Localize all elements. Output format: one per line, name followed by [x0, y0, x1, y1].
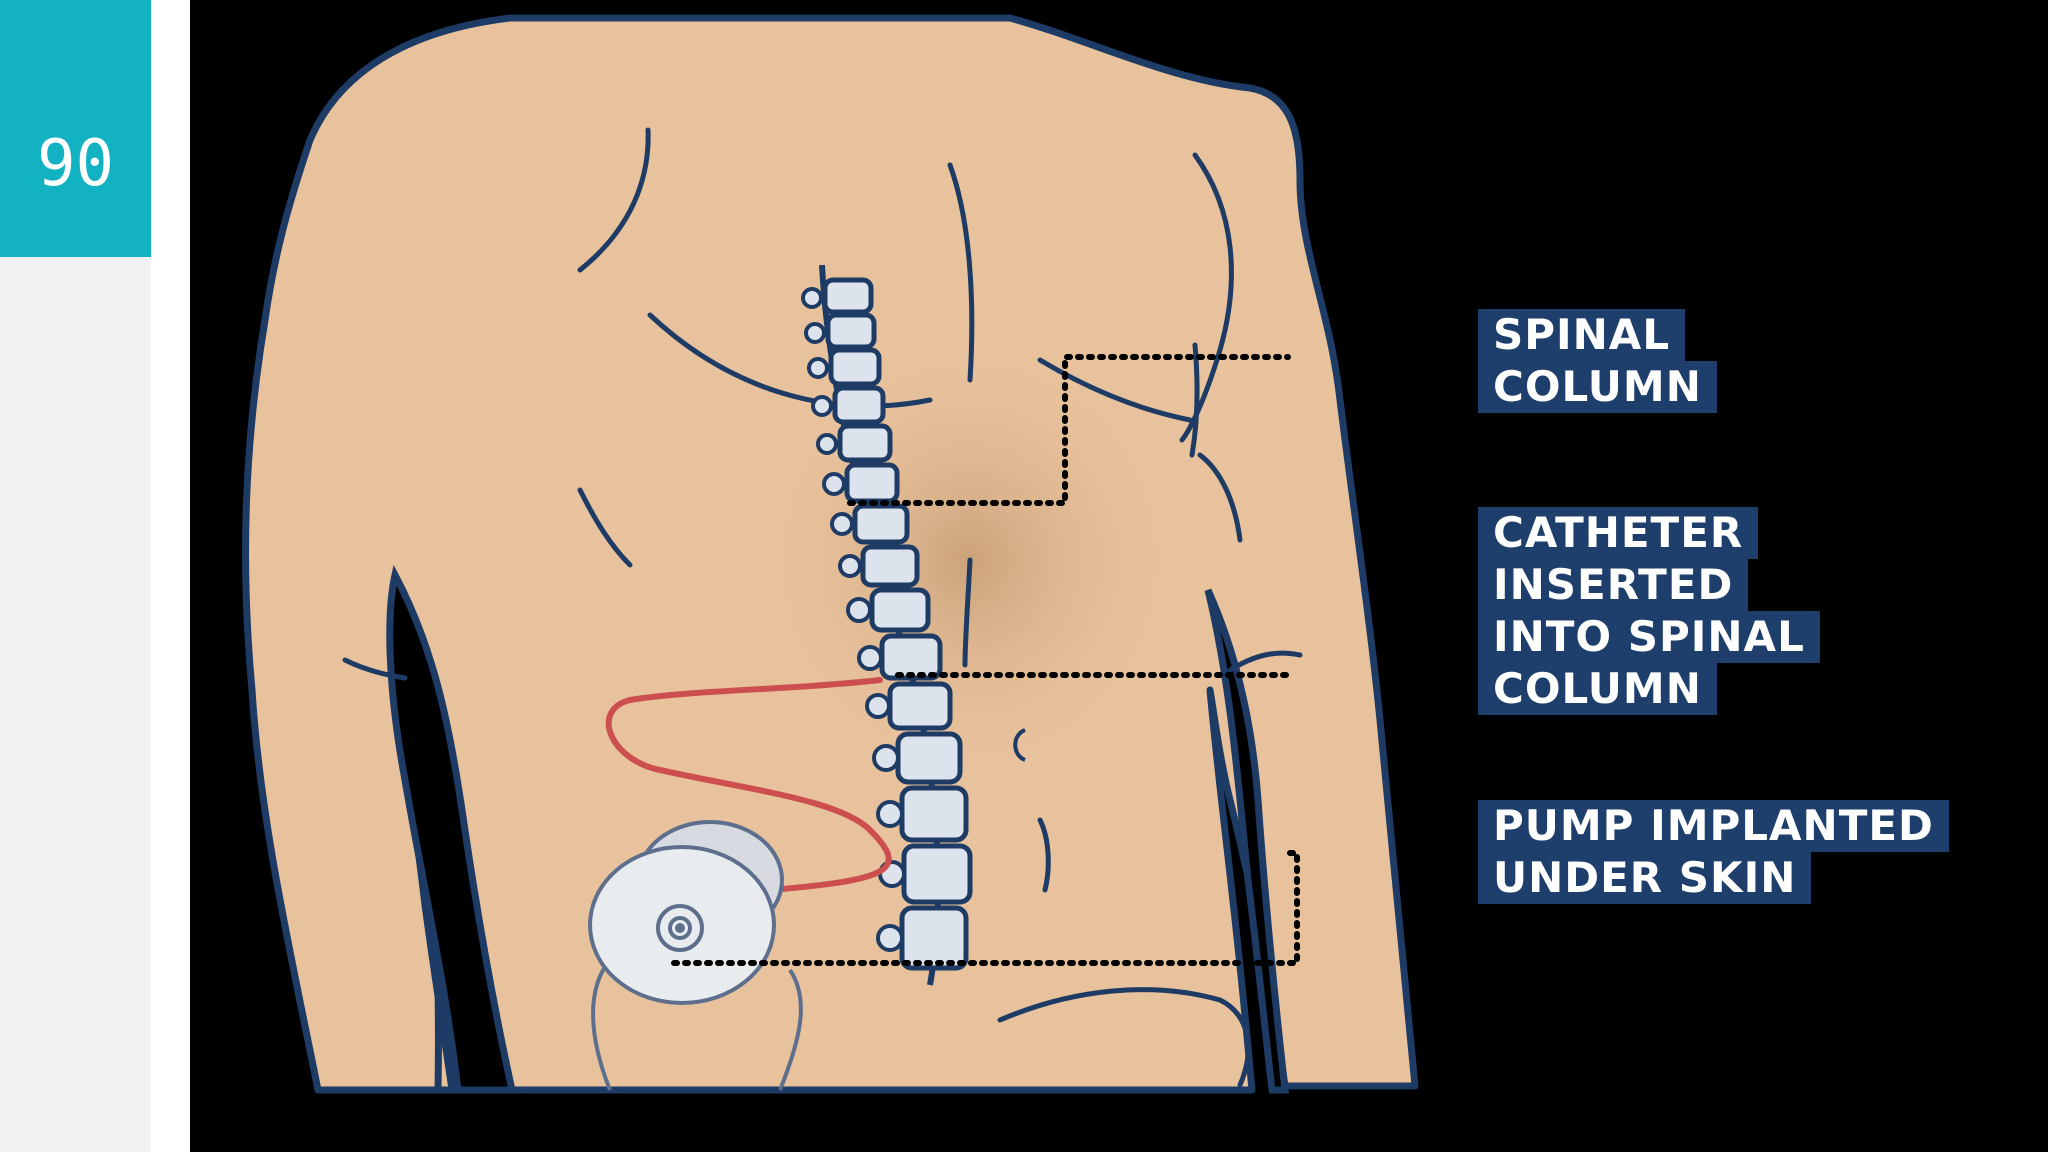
illustration-panel: SPINAL COLUMN CATHETER INSERTED INTO SPI… [190, 0, 2048, 1152]
label-catheter: CATHETER INSERTED INTO SPINAL COLUMN [1478, 507, 1820, 715]
slide-number-badge: 90 [0, 0, 151, 257]
label-pump: PUMP IMPLANTED UNDER SKIN [1478, 800, 1949, 904]
label-line: COLUMN [1478, 663, 1717, 715]
spinal-column [819, 264, 973, 986]
label-line: SPINAL [1478, 309, 1686, 361]
label-spinal-column: SPINAL COLUMN [1478, 309, 1717, 413]
label-line: CATHETER [1478, 507, 1759, 559]
catheter-line [605, 677, 892, 893]
muscle-contours [342, 127, 1303, 1088]
leader-lines [671, 354, 1300, 966]
label-line: INSERTED [1478, 559, 1749, 611]
label-line: PUMP IMPLANTED [1478, 800, 1949, 852]
label-line: INTO SPINAL [1478, 611, 1820, 663]
label-line: COLUMN [1478, 361, 1717, 413]
label-line: UNDER SKIN [1478, 852, 1812, 904]
spinal-processes [801, 287, 906, 952]
slide-gap [151, 0, 190, 1152]
left-arm-gap [386, 564, 517, 1094]
right-arm-gap [1204, 588, 1289, 1094]
torso-illustration [242, 14, 1419, 1094]
